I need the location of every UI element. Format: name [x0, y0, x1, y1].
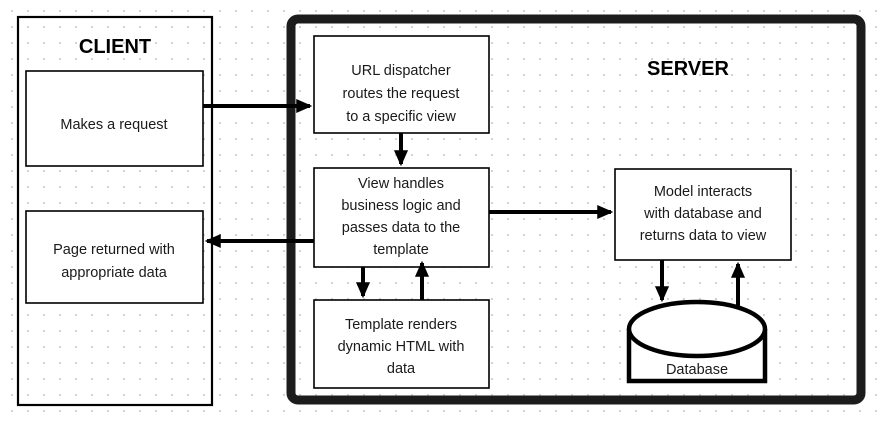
node-url-dispatcher-line-2: to a specific view	[346, 109, 456, 125]
server-zone-title: SERVER	[647, 58, 729, 80]
node-model-line-0: Model interacts	[654, 184, 752, 200]
node-client-request[interactable]	[25, 70, 204, 167]
node-view-line-1: business logic and	[341, 198, 460, 214]
node-model-line-2: returns data to view	[640, 228, 767, 244]
client-zone	[16, 15, 214, 407]
node-database-label: Database	[666, 362, 728, 378]
node-client-request-line-0: Makes a request	[60, 117, 167, 133]
client-zone-title: CLIENT	[79, 36, 151, 58]
node-database[interactable]	[626, 299, 768, 384]
node-template[interactable]	[313, 299, 490, 389]
node-view-line-2: passes data to the	[342, 220, 461, 236]
node-client-response-line-0: Page returned with	[53, 242, 175, 258]
node-view-line-0: View handles	[358, 176, 444, 192]
node-template-line-0: Template renders	[345, 317, 457, 333]
node-url-dispatcher-line-0: URL dispatcher	[351, 63, 451, 79]
node-client-response[interactable]	[25, 210, 204, 304]
node-view-line-3: template	[373, 242, 429, 258]
node-view[interactable]	[313, 167, 490, 268]
node-model[interactable]	[614, 168, 792, 261]
node-client-response-line-1: appropriate data	[61, 265, 168, 281]
node-url-dispatcher[interactable]	[313, 35, 490, 134]
database-top	[626, 299, 768, 359]
server-zone	[286, 14, 866, 405]
node-template-line-2: data	[387, 361, 416, 377]
node-model-line-1: with database and	[643, 206, 762, 222]
node-url-dispatcher-line-1: routes the request	[343, 86, 460, 102]
node-template-line-1: dynamic HTML with	[338, 339, 465, 355]
